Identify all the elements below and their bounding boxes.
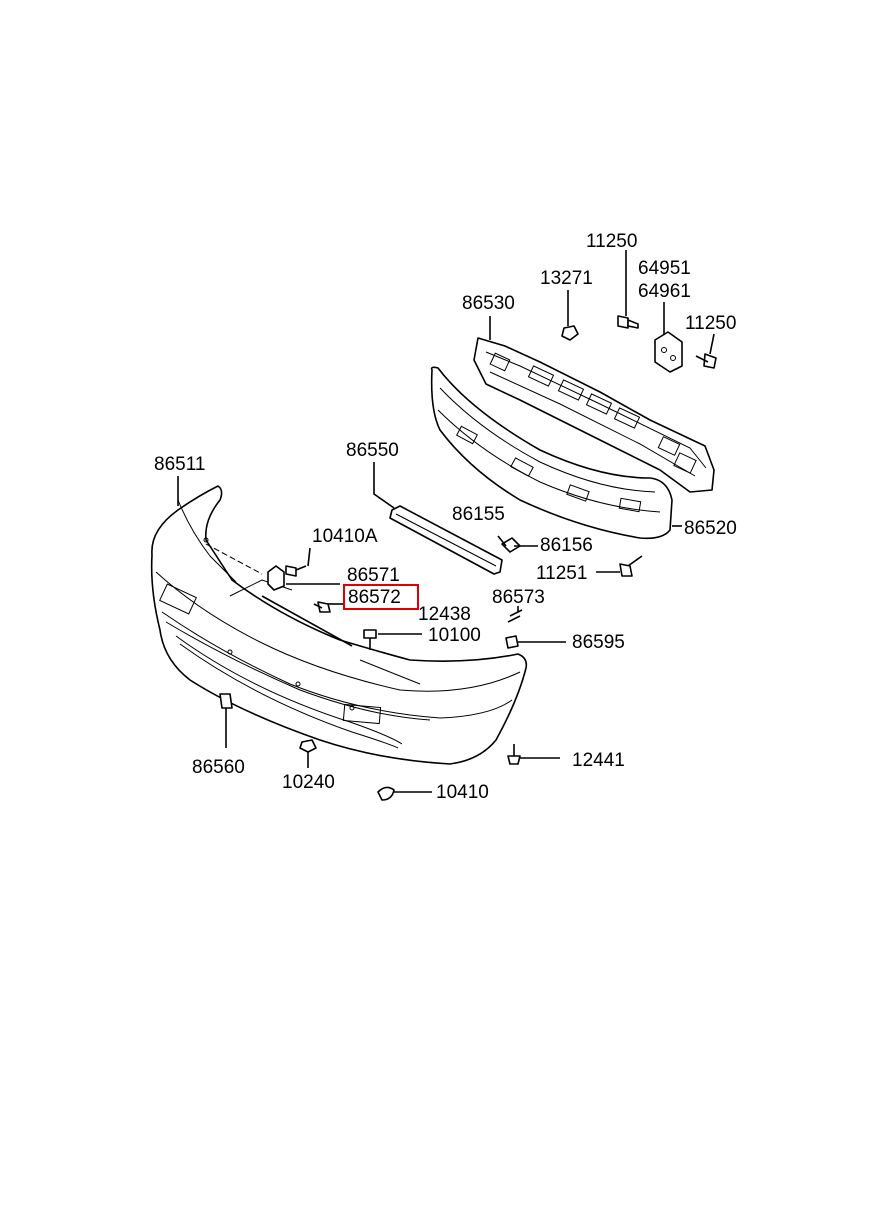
label-64961[interactable]: 64961 xyxy=(638,281,691,302)
energy-absorber-86520[interactable] xyxy=(430,366,673,540)
label-10240[interactable]: 10240 xyxy=(282,772,335,793)
label-10410[interactable]: 10410 xyxy=(436,782,489,803)
leader-lines xyxy=(177,250,715,793)
nut-10240[interactable] xyxy=(299,739,317,753)
label-86530[interactable]: 86530 xyxy=(462,293,515,314)
bolt-11250-a[interactable] xyxy=(617,315,639,329)
screw-12438[interactable] xyxy=(313,601,331,613)
label-12441[interactable]: 12441 xyxy=(572,750,625,771)
clip-86573[interactable] xyxy=(507,609,523,623)
clip-86155-86156[interactable] xyxy=(497,535,521,553)
label-86560[interactable]: 86560 xyxy=(192,757,245,778)
bracket-86571[interactable] xyxy=(267,565,285,591)
label-11250-a[interactable]: 11250 xyxy=(586,231,637,252)
bolt-11251[interactable] xyxy=(619,555,643,577)
strip-86550[interactable] xyxy=(389,505,503,575)
label-10100[interactable]: 10100 xyxy=(428,625,481,646)
label-86572[interactable]: 86572 xyxy=(348,587,401,608)
label-12438[interactable]: 12438 xyxy=(418,604,471,625)
highlight-box xyxy=(343,584,419,610)
nut-86595[interactable] xyxy=(505,635,519,649)
reinforcement-beam-86530[interactable] xyxy=(473,337,715,493)
label-86511[interactable]: 86511 xyxy=(154,454,205,475)
bolt-11250-b[interactable] xyxy=(695,353,717,369)
label-86156[interactable]: 86156 xyxy=(540,535,593,556)
label-11251[interactable]: 11251 xyxy=(536,563,587,584)
label-11250-b[interactable]: 11250 xyxy=(685,313,736,334)
label-10410A[interactable]: 10410A xyxy=(312,526,378,547)
bracket-86560[interactable] xyxy=(219,693,233,709)
label-13271[interactable]: 13271 xyxy=(540,268,593,289)
label-64951[interactable]: 64951 xyxy=(638,258,691,279)
label-86571[interactable]: 86571 xyxy=(347,565,400,586)
bumper-cover-86511[interactable] xyxy=(150,485,528,765)
label-86573[interactable]: 86573 xyxy=(492,587,545,608)
label-86155[interactable]: 86155 xyxy=(452,504,505,525)
label-86550[interactable]: 86550 xyxy=(346,440,399,461)
part-labels: 11250 13271 64951 64961 86530 11250 8651… xyxy=(154,231,737,803)
screw-12441[interactable] xyxy=(507,744,521,765)
bolt-10410[interactable] xyxy=(377,786,395,801)
nut-13271[interactable] xyxy=(561,325,579,341)
bracket-64951-64961[interactable] xyxy=(654,331,683,373)
label-86520[interactable]: 86520 xyxy=(684,518,737,539)
bolt-10100[interactable] xyxy=(363,629,377,650)
bolt-10410A[interactable] xyxy=(285,565,307,577)
label-86595[interactable]: 86595 xyxy=(572,632,625,653)
